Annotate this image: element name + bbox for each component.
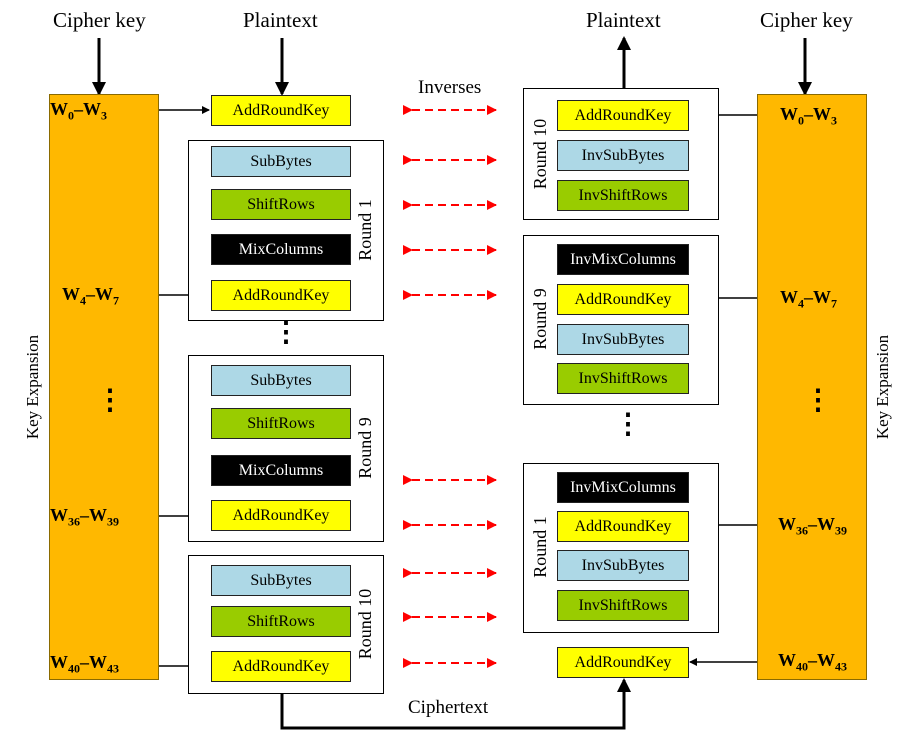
encrypt-round-1-add-round-key: AddRoundKey	[211, 280, 351, 311]
encrypt-round-10-subbytes: SubBytes	[211, 565, 351, 596]
decrypt-round-1-label: Round 1	[530, 516, 550, 578]
w0-w3-label-right: W0–W3	[780, 104, 837, 128]
decrypt-round-10-add-round-key: AddRoundKey	[557, 100, 689, 131]
encrypt-round-1-subbytes: SubBytes	[211, 146, 351, 177]
vertical-dots-right: ⋮	[804, 385, 832, 416]
decrypt-round-9-add-round-key: AddRoundKey	[557, 284, 689, 315]
cipher-key-left-label: Cipher key	[53, 8, 146, 32]
encrypt-round-1-mixcolumns: MixColumns	[211, 234, 351, 265]
plaintext-left-label: Plaintext	[243, 8, 318, 32]
cipher-key-right-label: Cipher key	[760, 8, 853, 32]
vertical-dots-decrypt: ⋮	[614, 409, 642, 440]
plaintext-right-label: Plaintext	[586, 8, 661, 32]
encrypt-round-10-shiftrows: ShiftRows	[211, 606, 351, 637]
encrypt-round-9-mixcolumns: MixColumns	[211, 455, 351, 486]
decrypt-round-1-invmixcolumns: InvMixColumns	[557, 472, 689, 503]
decrypt-round-10-invsubbytes: InvSubBytes	[557, 140, 689, 171]
vertical-dots-left: ⋮	[96, 385, 124, 416]
decrypt-round-1-invsubbytes: InvSubBytes	[557, 550, 689, 581]
encrypt-round-9-shiftrows: ShiftRows	[211, 408, 351, 439]
key-expansion-label-right: Key Expansion	[873, 334, 892, 440]
decrypt-round-9-label: Round 9	[530, 288, 550, 350]
w0-w3-label-left: W0–W3	[50, 99, 107, 123]
decrypt-round-1-add-round-key: AddRoundKey	[557, 511, 689, 542]
encrypt-round-9-subbytes: SubBytes	[211, 365, 351, 396]
encrypt-round-1-label: Round 1	[355, 199, 375, 261]
decrypt-round-10-invshiftrows: InvShiftRows	[557, 180, 689, 211]
w4-w7-label-right: W4–W7	[780, 287, 837, 311]
decrypt-round-1-invshiftrows: InvShiftRows	[557, 590, 689, 621]
w36-w39-label-right: W36–W39	[778, 514, 847, 538]
vertical-dots-encrypt: ⋮	[272, 317, 300, 348]
encrypt-round-9-label: Round 9	[355, 417, 375, 479]
w40-w43-label-left: W40–W43	[50, 652, 119, 676]
decrypt-round-9-invshiftrows: InvShiftRows	[557, 363, 689, 394]
encrypt-round-9-add-round-key: AddRoundKey	[211, 500, 351, 531]
w36-w39-label-left: W36–W39	[50, 505, 119, 529]
decrypt-round-9-invsubbytes: InvSubBytes	[557, 324, 689, 355]
decrypt-round-9-invmixcolumns: InvMixColumns	[557, 244, 689, 275]
decrypt-final-add-round-key: AddRoundKey	[557, 647, 689, 678]
ciphertext-label: Ciphertext	[408, 697, 489, 718]
inverses-label: Inverses	[418, 77, 482, 98]
w40-w43-label-right: W40–W43	[778, 650, 847, 674]
key-expansion-panel-left	[49, 94, 159, 680]
encrypt-initial-add-round-key: AddRoundKey	[211, 95, 351, 126]
encrypt-round-1-shiftrows: ShiftRows	[211, 189, 351, 220]
encrypt-round-10-add-round-key: AddRoundKey	[211, 651, 351, 682]
key-expansion-label-left: Key Expansion	[23, 334, 42, 440]
key-expansion-panel-right	[757, 94, 867, 680]
w4-w7-label-left: W4–W7	[62, 284, 119, 308]
encrypt-round-10-label: Round 10	[355, 588, 375, 660]
decrypt-round-10-label: Round 10	[530, 118, 550, 190]
